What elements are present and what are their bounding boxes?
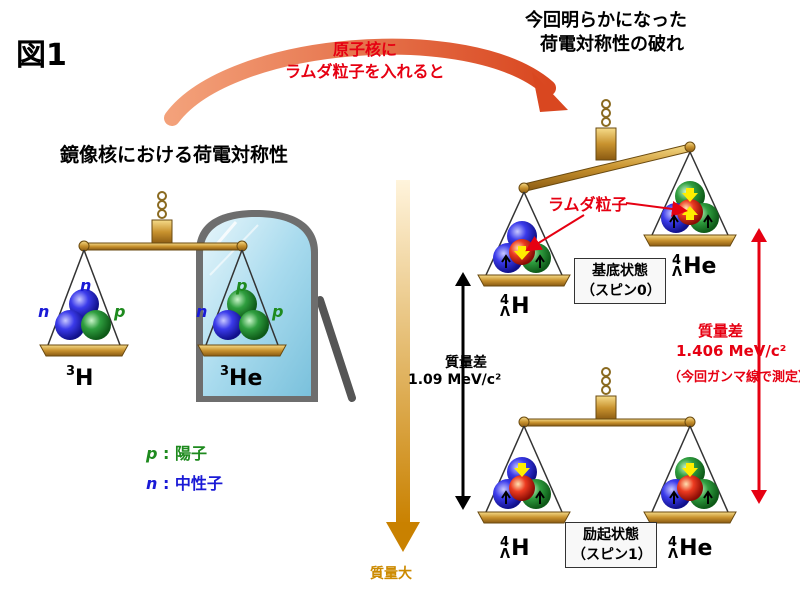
mass-diff-right-label: 質量差 [698,322,744,340]
transform-arc-arrow [164,38,568,126]
left-title: 鏡像核における荷電対称性 [60,144,289,166]
right-title-line2: 荷電対称性の破れ [540,34,684,55]
tritium-top-label: n [80,276,92,295]
arrow-label-line1: 原子核に [333,40,398,59]
ground-state-line2: （スピン0） [581,283,661,299]
mass-diff-right-arrow [751,228,767,504]
hyper-hydrogen-excited-nucleus [493,457,551,509]
mass-diff-right-value: 1.406 MeV/c² [676,342,787,360]
ground-state-balance-scale [477,99,737,287]
lambda-particle-label: ラムダ粒子 [548,195,628,214]
helium3-label: 3He [220,364,263,391]
excited-state-box: 励起状態 （スピン1） [565,522,657,568]
hyper-helium-excited-nucleus [661,457,719,509]
figure-label: 図1 [16,38,67,73]
excited-state-line2: （スピン1） [572,547,652,563]
lambda-pointer-right [625,201,688,217]
legend-neutron: n : 中性子 [146,474,223,493]
spin-arrows [501,214,713,504]
helium3-right-label: p [272,302,284,321]
ground-state-line1: 基底状態 [592,263,648,279]
left-balance-scale [39,191,287,357]
tritium-right-label: p [114,302,126,321]
right-title-line1: 今回明らかになった [525,10,687,31]
hyper-helium-ground-nucleus [661,181,719,233]
excited-state-line1: 励起状態 [583,527,639,543]
mass-diff-left-value: 1.09 MeV/c² [408,372,502,388]
mass-diff-left-label: 質量差 [445,355,487,371]
tritium-left-label: n [38,302,50,321]
mass-axis-arrow [386,180,420,552]
lambda-pointer-left [525,214,585,252]
mass-axis-label: 質量大 [370,566,412,582]
excited-state-balance-scale [477,367,737,524]
legend-proton: p : 陽子 [146,444,207,463]
tritium-label: 3H [66,364,94,391]
hyper-hydrogen-ground-nucleus [493,221,551,273]
helium3-left-label: n [196,302,208,321]
helium3-nucleus [213,289,269,340]
helium3-top-label: p [236,276,248,295]
mass-diff-right-note: （今回ガンマ線で測定） [668,370,800,385]
arrow-label-line2: ラムダ粒子を入れると [285,62,445,81]
tritium-nucleus [55,289,111,340]
ground-state-box: 基底状態 （スピン0） [574,258,666,304]
mass-diff-left-arrow [455,272,471,510]
